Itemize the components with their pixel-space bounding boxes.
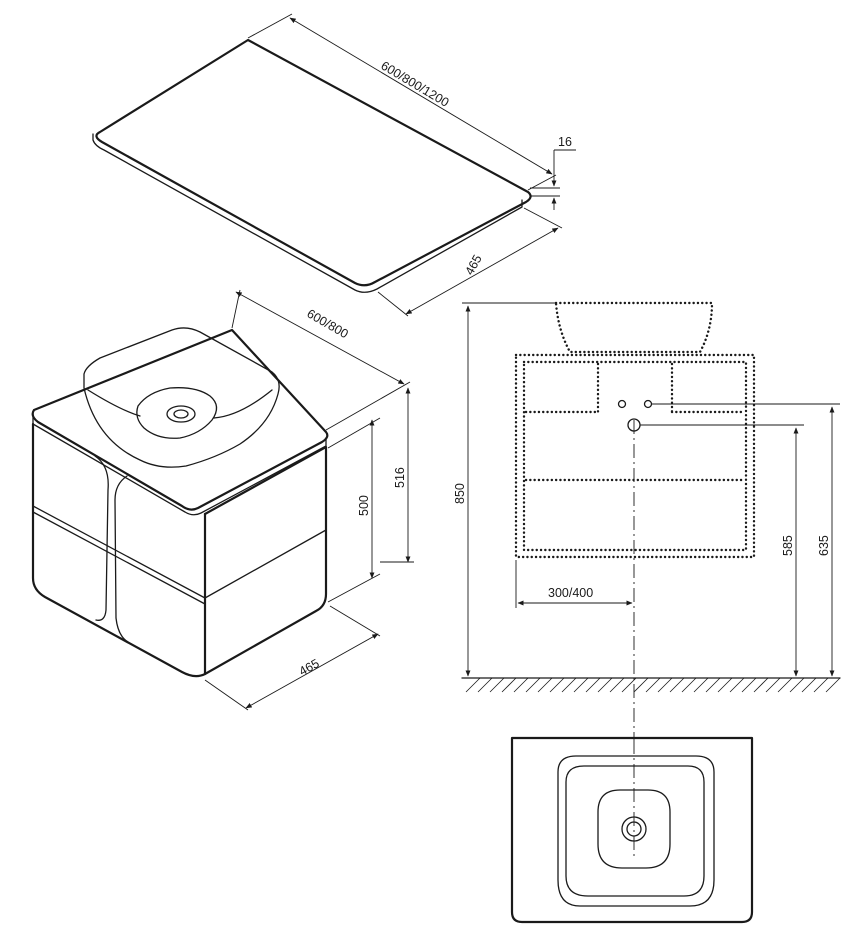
extension-line: [247, 13, 293, 39]
extension-line: [329, 605, 381, 637]
cabinet-outline-hidden: [514, 353, 756, 559]
valve-height-label: 635: [817, 535, 831, 556]
extension-line: [527, 174, 557, 191]
worktop-length-label: 600/800/1200: [378, 59, 451, 110]
cabinet-depth-dimension-line: [245, 633, 379, 709]
drawer-split-line: [32, 511, 206, 605]
worktop-isometric-view: 600/800/1200 16 465: [92, 13, 576, 317]
length-dimension-line: [289, 17, 553, 175]
drain-height-label: 585: [781, 535, 795, 556]
extension-line: [204, 679, 249, 711]
basin-outer: [83, 327, 280, 468]
extension-line: [325, 381, 411, 431]
cabinet-depth-label: 465: [297, 656, 322, 678]
plan-worktop-outline: [510, 736, 754, 924]
cabinet-top-edge: [32, 416, 327, 516]
worktop-depth-label: 465: [462, 252, 484, 277]
plan-view: [510, 736, 754, 924]
cabinet-side-outline: [203, 445, 328, 676]
cutout-hidden: [524, 362, 746, 414]
basin-inner: [136, 387, 218, 439]
extension-line: [523, 207, 563, 229]
depth-dimension-line: [405, 227, 559, 315]
plan-basin-rim: [565, 765, 705, 897]
cabinet-top-outline: [31, 328, 329, 511]
basin-outline-hidden: [554, 301, 714, 354]
plan-basin-bowl: [597, 789, 671, 869]
cabinet-isometric-view: 600/800 500 516 465: [31, 289, 414, 711]
drawer-split-line: [32, 505, 206, 599]
plan-basin-outer: [557, 755, 715, 907]
valve-icon: [643, 399, 653, 409]
handle-groove: [94, 455, 109, 621]
cabinet-width-label: 600/800: [305, 306, 351, 341]
extension-line: [327, 573, 381, 603]
cabinet-width-dimension-line: [235, 291, 405, 385]
extension-line: [377, 291, 409, 317]
worktop-front-edge: [92, 133, 523, 293]
worktop-top-outline: [95, 38, 532, 287]
cabinet-body-height-label: 500: [357, 495, 371, 516]
offset-label: 300/400: [548, 586, 593, 600]
basin-bowl-curve: [87, 389, 273, 419]
handle-groove: [114, 475, 129, 643]
extension-line: [231, 289, 241, 329]
floor-hatch: [465, 677, 841, 693]
drawer-split-line: [204, 529, 327, 599]
worktop-thickness-label: 16: [558, 135, 572, 149]
cabinet-inner-hidden: [522, 360, 748, 552]
drain-inner-icon: [173, 409, 189, 419]
cabinet-front-outline: [31, 422, 207, 678]
drain-icon: [166, 405, 196, 423]
cabinet-total-height-label: 516: [393, 467, 407, 488]
front-elevation-view: 850 585 635 300/400: [453, 301, 841, 740]
valve-icon: [617, 399, 627, 409]
overall-height-label: 850: [453, 483, 467, 504]
